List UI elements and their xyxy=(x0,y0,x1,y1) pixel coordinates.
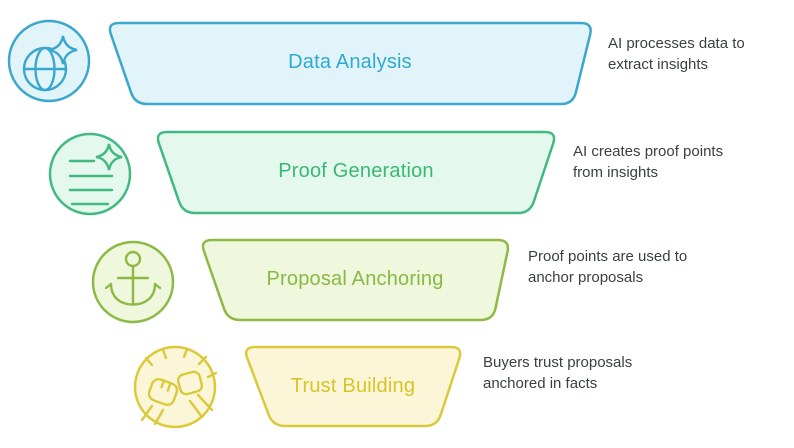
stage-shape-proof-generation xyxy=(156,130,556,215)
stage-label-data-analysis: Data Analysis xyxy=(288,51,412,73)
stage-shape-proposal-anchoring xyxy=(201,238,510,322)
stage-shape-data-analysis xyxy=(108,21,592,106)
stage-description-proposal-anchoring: Proof points are used to anchor proposal… xyxy=(528,248,688,286)
stage-description-data-analysis: AI processes data to extract insights xyxy=(608,35,745,73)
fist-bump-icon xyxy=(133,345,218,429)
anchor-icon xyxy=(91,240,175,324)
stage-label-proposal-anchoring: Proposal Anchoring xyxy=(266,268,444,290)
stage-shape-trust-building xyxy=(244,345,462,428)
stage-label-proof-generation: Proof Generation xyxy=(278,160,434,182)
stage-description-proof-generation: AI creates proof points from insights xyxy=(573,143,724,181)
stage-description-trust-building: Buyers trust proposals anchored in facts xyxy=(483,354,633,392)
globe-sparkle-icon xyxy=(7,19,91,103)
stage-label-trust-building: Trust Building xyxy=(290,375,416,397)
document-sparkle-icon xyxy=(48,132,132,216)
